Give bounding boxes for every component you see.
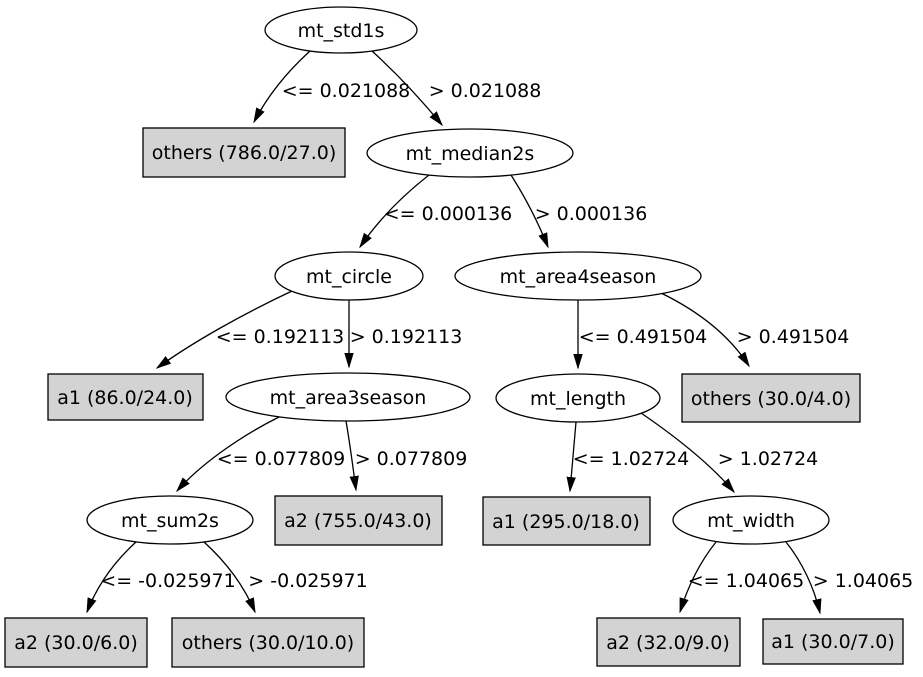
tree-leaf-a1-86: a1 (86.0/24.0): [47, 373, 204, 421]
edge-label: <= 0.192113: [216, 326, 345, 348]
edge-mt-median2s-to-mt-area4season: [510, 174, 549, 249]
decision-node-shape: [454, 251, 702, 301]
node-label: mt_median2s: [406, 143, 535, 165]
node-label: a1 (30.0/7.0): [771, 631, 895, 653]
leaf-node-shape: [47, 373, 204, 421]
edge-label: > 0.000136: [535, 203, 648, 225]
tree-node-mt-area3season: mt_area3season: [225, 372, 471, 422]
decision-node-shape: [274, 251, 424, 301]
decision-node-shape: [86, 495, 254, 545]
edge-mt-length-to-mt-width: [640, 412, 735, 494]
edge-mt-width-to-a1-30-7: [785, 541, 822, 615]
edge-mt-median2s-to-mt-circle: [359, 174, 430, 249]
edge-label: > 0.192113: [350, 326, 463, 348]
node-label: others (30.0/4.0): [691, 388, 851, 410]
edge-mt-sum2s-to-a2-30-6: [86, 541, 137, 614]
tree-leaf-a2-30-6: a2 (30.0/6.0): [4, 617, 148, 668]
node-label: a2 (32.0/9.0): [606, 632, 730, 654]
tree-node-mt-std1s: mt_std1s: [264, 6, 418, 54]
tree-node-mt-area4season: mt_area4season: [454, 251, 702, 301]
tree-node-mt-circle: mt_circle: [274, 251, 424, 301]
tree-leaf-a2-32-9: a2 (32.0/9.0): [596, 617, 741, 667]
decision-node-shape: [672, 495, 830, 545]
edge-mt-circle-to-a1-86: [155, 290, 293, 369]
leaf-node-shape: [4, 617, 148, 668]
node-label: mt_width: [707, 510, 795, 532]
edge-label: > 0.491504: [737, 326, 850, 348]
edge-label: > 1.02724: [718, 448, 819, 470]
leaf-node-shape: [274, 495, 443, 546]
node-label: mt_circle: [306, 266, 392, 288]
decision-node-shape: [366, 128, 574, 178]
edge-mt-area4season-to-others-30-4: [660, 292, 750, 368]
tree-node-mt-width: mt_width: [672, 495, 830, 545]
tree-edges: [86, 50, 822, 615]
tree-leaf-others-30-4: others (30.0/4.0): [681, 373, 861, 423]
edge-label: <= -0.025971: [100, 570, 235, 592]
decision-node-shape: [495, 373, 661, 423]
tree-nodes: mt_std1s others (786.0/27.0) mt_median2s…: [4, 6, 904, 668]
edge-label: <= 0.000136: [384, 203, 513, 225]
node-label: mt_length: [530, 388, 626, 410]
edge-label: <= 0.021088: [282, 80, 411, 102]
tree-leaf-a2-755: a2 (755.0/43.0): [274, 495, 443, 546]
edge-mt-sum2s-to-others-30-10: [203, 541, 256, 614]
leaf-node-shape: [762, 618, 904, 665]
edge-label: <= 0.077809: [217, 448, 346, 470]
node-label: a1 (295.0/18.0): [492, 511, 640, 533]
node-label: mt_std1s: [298, 20, 385, 42]
edge-mt-area3season-to-a2-755: [345, 420, 359, 492]
edge-mt-std1s-to-others-786: [253, 50, 311, 124]
decision-node-shape: [225, 372, 471, 422]
node-label: a2 (755.0/43.0): [284, 510, 432, 532]
edge-label: > 0.021088: [429, 80, 542, 102]
edge-label: <= 1.04065: [688, 570, 804, 592]
edge-label: <= 1.02724: [573, 448, 689, 470]
leaf-node-shape: [142, 127, 346, 178]
node-label: mt_area3season: [270, 387, 427, 409]
node-label: a2 (30.0/6.0): [14, 632, 138, 654]
edge-mt-width-to-a2-32-9: [679, 541, 717, 614]
decision-node-shape: [264, 6, 418, 54]
tree-node-mt-length: mt_length: [495, 373, 661, 423]
node-label: others (30.0/10.0): [182, 632, 354, 654]
tree-leaf-others-786: others (786.0/27.0): [142, 127, 346, 178]
edge-label: <= 0.491504: [579, 326, 708, 348]
tree-edge-labels: <= 0.021088 > 0.021088 <= 0.000136 > 0.0…: [100, 80, 913, 592]
leaf-node-shape: [596, 617, 741, 667]
tree-leaf-others-30-10: others (30.0/10.0): [171, 617, 365, 668]
node-label: mt_area4season: [500, 266, 657, 288]
edge-label: > 1.04065: [813, 570, 914, 592]
edge-label: > 0.077809: [355, 448, 468, 470]
edge-label: > -0.025971: [248, 570, 367, 592]
leaf-node-shape: [482, 496, 651, 546]
node-label: others (786.0/27.0): [152, 142, 336, 164]
node-label: a1 (86.0/24.0): [57, 387, 193, 409]
edge-mt-std1s-to-mt-median2s: [371, 50, 443, 127]
node-label: mt_sum2s: [121, 510, 219, 532]
leaf-node-shape: [681, 373, 861, 423]
tree-leaf-a1-30-7: a1 (30.0/7.0): [762, 618, 904, 665]
tree-node-mt-sum2s: mt_sum2s: [86, 495, 254, 545]
tree-leaf-a1-295: a1 (295.0/18.0): [482, 496, 651, 546]
leaf-node-shape: [171, 617, 365, 668]
tree-node-mt-median2s: mt_median2s: [366, 128, 574, 178]
edge-mt-length-to-a1-295: [566, 421, 577, 493]
edge-mt-area3season-to-mt-sum2s: [176, 416, 280, 493]
